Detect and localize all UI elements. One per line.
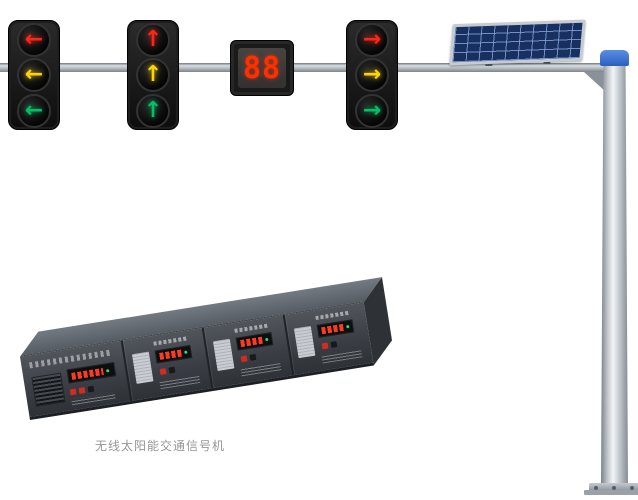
spec-label bbox=[131, 351, 154, 384]
countdown-display: 88 bbox=[238, 48, 286, 88]
left-arrow-icon: ← bbox=[24, 97, 44, 123]
module-fine-text bbox=[71, 392, 116, 406]
green-lens: ↑ bbox=[136, 93, 170, 128]
solar-panel bbox=[449, 19, 586, 66]
mast-arm bbox=[0, 63, 607, 72]
yellow-lens: ← bbox=[17, 58, 51, 92]
signal-head-left-arrows: ← ← ← bbox=[8, 20, 60, 130]
countdown-timer: 88 bbox=[230, 40, 294, 96]
red-lens: → bbox=[355, 22, 389, 57]
pole-cap bbox=[600, 50, 629, 66]
button-red bbox=[240, 355, 248, 363]
button-dark bbox=[249, 353, 257, 361]
mast-arm-gusset bbox=[584, 72, 606, 92]
led-segments bbox=[159, 349, 182, 360]
led-segments bbox=[321, 323, 344, 335]
yellow-lens: ↑ bbox=[136, 58, 170, 92]
left-arrow-icon: ← bbox=[24, 26, 44, 52]
module-label-text bbox=[234, 323, 269, 333]
status-led bbox=[346, 324, 350, 329]
main-led-display bbox=[66, 362, 117, 384]
button-dark bbox=[168, 366, 176, 374]
base-bolt bbox=[630, 486, 634, 490]
base-bolt bbox=[594, 486, 598, 490]
left-arrow-icon: ← bbox=[24, 62, 44, 87]
module-fine-text bbox=[159, 375, 201, 390]
signal-driver-module bbox=[282, 302, 374, 376]
status-led bbox=[184, 350, 188, 355]
button-red bbox=[78, 387, 86, 394]
countdown-digits: 88 bbox=[242, 50, 282, 86]
right-arrow-icon: → bbox=[362, 62, 382, 87]
led-segments bbox=[240, 336, 263, 348]
control-buttons bbox=[240, 353, 257, 363]
signal-head-right-arrows: → → → bbox=[346, 20, 398, 130]
button-red bbox=[159, 368, 167, 376]
module-fine-text bbox=[240, 362, 282, 377]
signal-head-up-arrows: ↑ ↑ ↑ bbox=[127, 20, 179, 130]
button-red bbox=[69, 388, 77, 396]
module-fine-text bbox=[321, 349, 363, 364]
module-led-display bbox=[316, 319, 355, 338]
status-led bbox=[265, 337, 269, 342]
module-label-text bbox=[153, 336, 188, 346]
yellow-lens: → bbox=[355, 58, 389, 92]
spec-label bbox=[212, 338, 235, 372]
module-led-display bbox=[154, 345, 193, 364]
led-segments bbox=[71, 367, 104, 380]
right-arrow-icon: → bbox=[362, 97, 382, 123]
button-dark bbox=[330, 341, 338, 348]
base-bolt bbox=[612, 486, 616, 490]
green-lens: ← bbox=[17, 93, 51, 128]
vertical-pole bbox=[601, 64, 628, 486]
control-buttons bbox=[321, 341, 338, 350]
up-arrow-icon: ↑ bbox=[143, 97, 163, 123]
signal-driver-module bbox=[201, 315, 293, 389]
up-arrow-icon: ↑ bbox=[143, 26, 163, 52]
module-label-text bbox=[315, 310, 350, 321]
signal-driver-module bbox=[120, 328, 212, 402]
solar-cells-grid bbox=[452, 22, 583, 63]
button-dark bbox=[87, 385, 95, 393]
product-caption: 无线太阳能交通信号机 bbox=[95, 439, 226, 453]
control-buttons bbox=[69, 385, 95, 396]
button-red bbox=[321, 342, 329, 350]
pole-base-plate bbox=[584, 490, 638, 495]
red-lens: ↑ bbox=[136, 22, 170, 57]
spec-label bbox=[293, 325, 316, 359]
right-arrow-icon: → bbox=[362, 26, 382, 52]
control-buttons bbox=[159, 366, 176, 376]
up-arrow-icon: ↑ bbox=[143, 62, 163, 87]
red-lens: ← bbox=[17, 22, 51, 57]
signal-controller-cabinet bbox=[19, 277, 393, 420]
green-lens: → bbox=[355, 93, 389, 128]
module-led-display bbox=[235, 332, 274, 351]
vent-grille bbox=[31, 372, 66, 407]
status-led bbox=[105, 368, 110, 372]
